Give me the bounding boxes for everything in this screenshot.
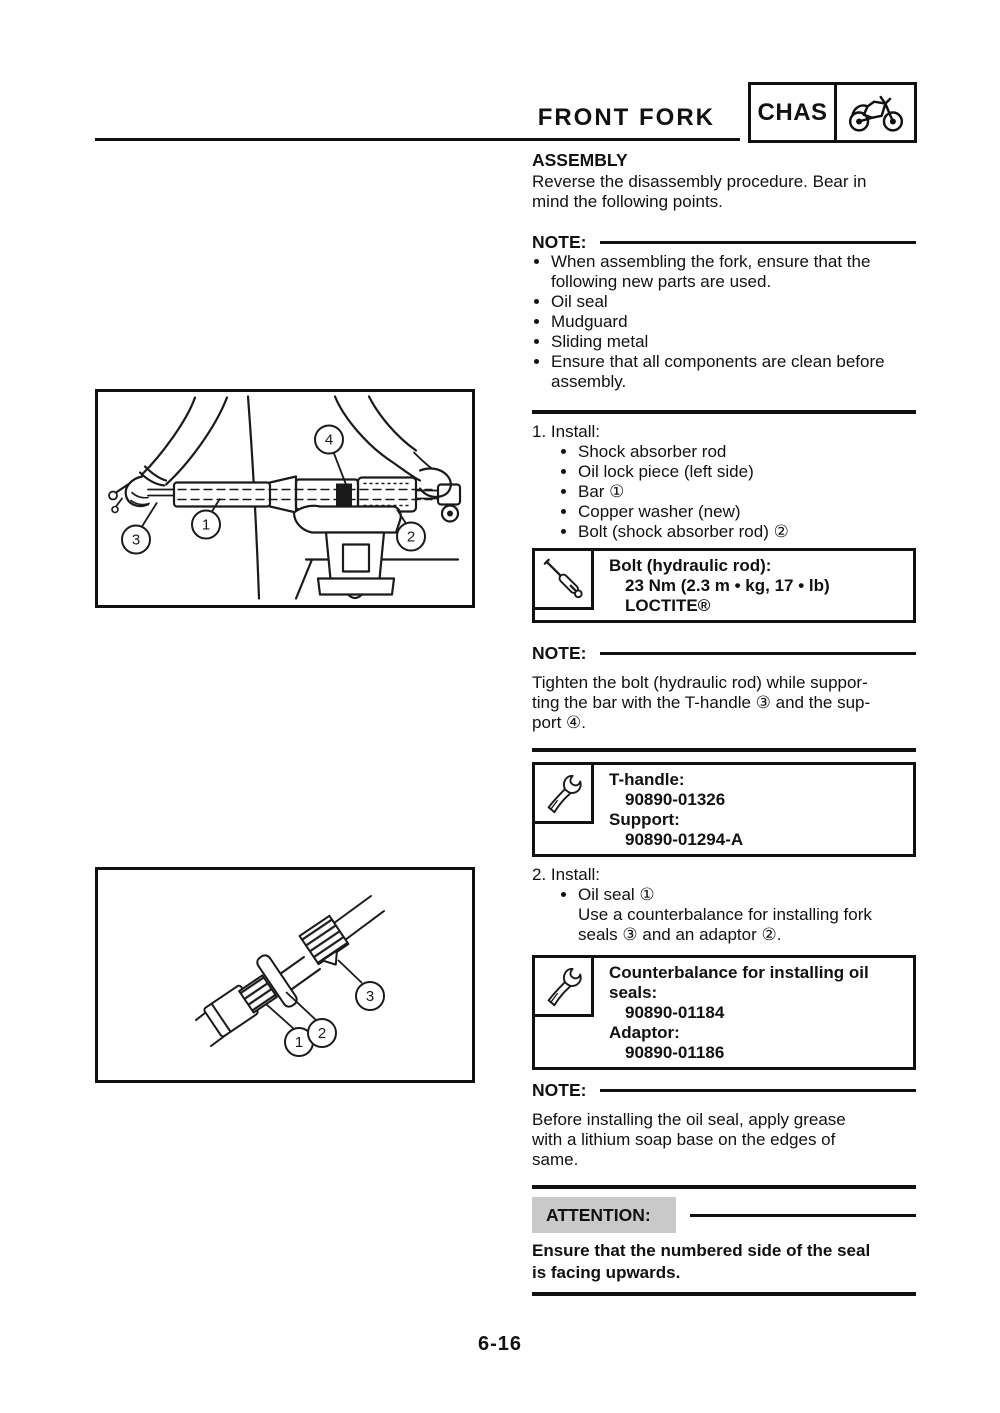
wrench-icon xyxy=(535,765,594,824)
oil-seal xyxy=(238,974,278,1014)
list-item: Sliding metal xyxy=(551,332,916,352)
note-label: NOTE: xyxy=(532,1080,587,1100)
right-arm xyxy=(333,395,452,499)
content-column: ASSEMBLY Reverse the disassembly procedu… xyxy=(532,150,916,1296)
note-rule xyxy=(600,651,916,655)
section-rule xyxy=(532,1185,916,1189)
chapter-badge-label: CHAS xyxy=(751,85,838,140)
spec-line: 90890-01184 xyxy=(625,1003,725,1022)
list-item: Oil seal xyxy=(551,292,916,312)
list-item: Copper washer (new) xyxy=(578,502,916,522)
note-rule xyxy=(600,240,916,244)
motorcycle-icon xyxy=(837,85,914,140)
spec-line: seals: xyxy=(609,983,658,1002)
note-label: NOTE: xyxy=(532,232,587,252)
page-title: FRONT FORK xyxy=(537,104,715,131)
vise xyxy=(292,504,402,600)
spec-line: Counterbalance for installing oil xyxy=(609,963,869,982)
section-rule xyxy=(532,748,916,752)
attention-text: Ensure that the numbered side of the sea… xyxy=(532,1241,871,1282)
attention-label: ATTENTION: xyxy=(532,1197,676,1233)
list-item: Oil seal ① xyxy=(578,885,916,905)
list-item: Shock absorber rod xyxy=(578,442,916,462)
counterbalance-weight xyxy=(298,914,350,966)
note2-text: Tighten the bolt (hydraulic rod) while s… xyxy=(532,673,871,732)
fig1-callout-1: 1 xyxy=(202,517,210,534)
section-rule xyxy=(532,410,916,414)
fork-tube-assembly xyxy=(147,475,462,523)
assembly-intro: Reverse the disassembly procedure. Bear … xyxy=(532,172,867,211)
assembly-heading: ASSEMBLY xyxy=(532,150,628,170)
step2-title: 2. Install: xyxy=(532,865,601,884)
note-label: NOTE: xyxy=(532,643,587,663)
spec-line: Adaptor: xyxy=(609,1023,680,1042)
step1-list: Shock absorber rod Oil lock piece (left … xyxy=(532,442,916,542)
fig1-callout-2: 2 xyxy=(407,529,415,546)
note-header-1: NOTE: xyxy=(532,232,916,252)
spec-line: 90890-01294-A xyxy=(625,830,744,849)
spec-line: 90890-01326 xyxy=(625,790,726,809)
note3-text: Before installing the oil seal, apply gr… xyxy=(532,1110,846,1169)
list-item: Ensure that all components are clean bef… xyxy=(551,352,916,392)
fig2-callout-2: 2 xyxy=(318,1025,326,1042)
attention-rule xyxy=(690,1213,916,1217)
list-item: Bolt (shock absorber rod) ② xyxy=(578,522,916,542)
fig1-callout-circles xyxy=(121,424,426,555)
figure-fork-thandle: 1 2 3 4 xyxy=(95,389,475,608)
note-header-2: NOTE: xyxy=(532,643,916,663)
spec-line: LOCTITE® xyxy=(625,596,711,615)
note-header-3: NOTE: xyxy=(532,1080,916,1100)
tool-spec-box-2: Counterbalance for installing oil seals:… xyxy=(532,955,916,1070)
fig2-callout-circles xyxy=(284,981,385,1057)
list-item: Oil lock piece (left side) xyxy=(578,462,916,482)
left-arm xyxy=(108,396,229,514)
chapter-badge: CHAS xyxy=(748,82,917,143)
fig1-callout-leaders xyxy=(141,453,407,527)
torque-spec-box: Bolt (hydraulic rod): 23 Nm (2.3 m • kg,… xyxy=(532,548,916,623)
spec-line: 23 Nm (2.3 m • kg, 17 • lb) xyxy=(625,576,830,595)
figure-oil-seal-install: 1 2 3 xyxy=(95,867,475,1083)
wrench-icon xyxy=(535,958,594,1017)
spec-line: Bolt (hydraulic rod): xyxy=(609,556,772,575)
fig1-callout-3: 3 xyxy=(132,532,140,549)
spec-line: T-handle: xyxy=(609,770,685,789)
section-rule xyxy=(532,1292,916,1296)
list-item: When assembling the fork, ensure that th… xyxy=(551,252,916,292)
attention-header: ATTENTION: xyxy=(532,1197,916,1233)
list-item: Bar ① xyxy=(578,482,916,502)
step1-title: 1. Install: xyxy=(532,422,601,441)
step2-list: Oil seal ① xyxy=(532,885,916,905)
page-number: 6-16 xyxy=(477,1333,523,1355)
step2-note: Use a counterbalance for installing fork… xyxy=(578,905,872,944)
fig2-callout-1: 1 xyxy=(295,1034,303,1051)
spec-line: Support: xyxy=(609,810,680,829)
tool-spec-box-1: T-handle: 90890-01326 Support: 90890-012… xyxy=(532,762,916,857)
fig2-callout-leaders xyxy=(265,959,363,1030)
spec-line: 90890-01186 xyxy=(625,1043,725,1062)
torque-wrench-icon xyxy=(535,551,594,610)
note1-list: When assembling the fork, ensure that th… xyxy=(532,252,916,392)
fig1-callout-4: 4 xyxy=(325,432,333,449)
fig2-callout-3: 3 xyxy=(366,988,374,1005)
title-rule xyxy=(95,138,740,141)
list-item: Mudguard xyxy=(551,312,916,332)
note-rule xyxy=(600,1088,916,1092)
